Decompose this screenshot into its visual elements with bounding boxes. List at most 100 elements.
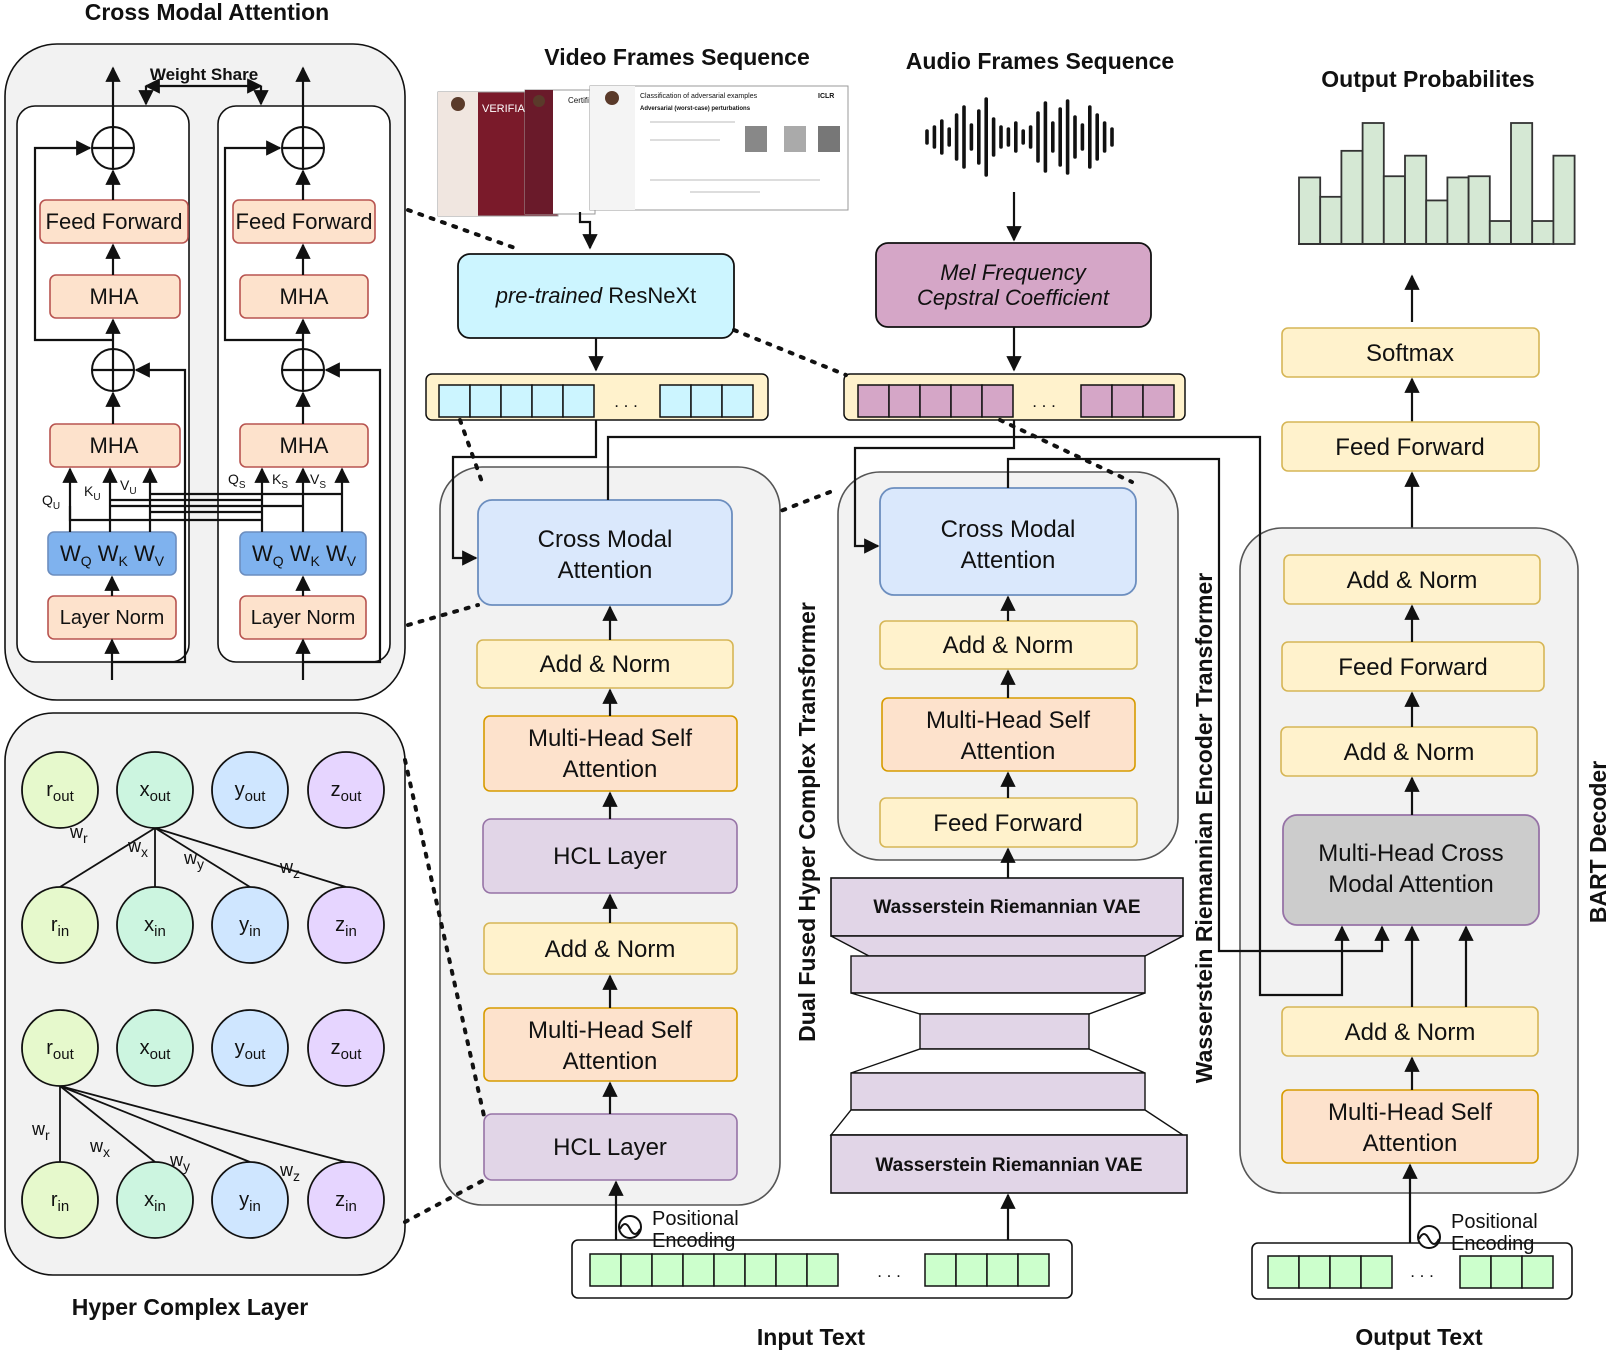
qs-label: QS <box>228 471 246 491</box>
audio-token-cell <box>981 384 1014 418</box>
add-norm-label: Add & Norm <box>540 651 671 678</box>
output-token-cell <box>1521 1255 1554 1289</box>
probability-bar <box>1488 220 1512 245</box>
video-token-cell <box>659 384 692 418</box>
vae-label: Wasserstein Riemannian VAE <box>875 1155 1142 1176</box>
hcl-input-node <box>307 886 385 964</box>
hcl-weight-edge <box>154 827 251 888</box>
audio-token-cell <box>1080 384 1113 418</box>
hcl-weight-label: wz <box>279 1160 300 1184</box>
hcl-weight-label: wy <box>183 848 204 872</box>
hcl-node-label: yout <box>235 779 267 805</box>
mhsa-label-2: Attention <box>563 1048 658 1075</box>
mha-block <box>49 423 181 468</box>
audio-token-cell <box>888 384 921 418</box>
audio-token-cell <box>1111 384 1144 418</box>
qu-label: QU <box>42 492 60 512</box>
wqkv-label: WQ WK WV <box>60 541 165 569</box>
hcl-weight-edge <box>59 827 156 888</box>
probability-bar <box>1382 175 1406 245</box>
positional-encoding-label-2: Encoding <box>1451 1233 1534 1255</box>
positional-encoding-label-1: Positional <box>652 1208 739 1230</box>
hcl-weight-label: wr <box>31 1119 50 1143</box>
hcl-node-label: xin <box>144 914 166 940</box>
vae-stack: Wasserstein Riemannian VAE Wasserstein R… <box>829 877 1188 1194</box>
positional-encoding-icon <box>1417 1225 1441 1249</box>
video-feature-sequence: . . . <box>425 373 769 421</box>
hcl-node-label: zout <box>331 1037 363 1063</box>
mha-label: MHA <box>280 433 329 458</box>
title-hyper-complex-layer: Hyper Complex Layer <box>72 1294 309 1320</box>
hcl-node-label: rin <box>51 914 69 940</box>
positional-encoding-label-2: Encoding <box>652 1230 735 1252</box>
cma-label-1: Cross Modal <box>538 526 673 553</box>
hcl-output-node <box>211 751 289 829</box>
video-frames-stack: VERIFIA ADVERS Certifi Classification of… <box>437 85 849 217</box>
probability-bar <box>1361 122 1385 245</box>
mhsa-label-2: Attention <box>961 738 1056 765</box>
hcl-node-label: zout <box>331 779 363 805</box>
hcl-output-node <box>116 1009 194 1087</box>
title-audio-frames: Audio Frames Sequence <box>906 48 1174 74</box>
mhsa-label-1: Multi-Head Self <box>528 1017 692 1044</box>
ks-label: KS <box>272 471 288 491</box>
resnext-label: pre-trained ResNeXt <box>495 283 697 308</box>
cma-label-2: Attention <box>558 557 653 584</box>
output-token-cell <box>1329 1255 1362 1289</box>
dual-fused-panel: Cross Modal Attention Add & Norm Multi-H… <box>439 466 781 1206</box>
title-cross-modal-attention: Cross Modal Attention <box>85 0 329 25</box>
slide-title-3: Certifi <box>568 96 589 105</box>
hcl-output-node <box>307 1009 385 1087</box>
feed-forward-label: Feed Forward <box>236 209 373 234</box>
input-token-cell <box>651 1253 684 1287</box>
mhcma-block <box>1282 814 1540 926</box>
ellipsis: . . . <box>1032 392 1056 411</box>
mha-label: MHA <box>90 433 139 458</box>
add-norm-label: Add & Norm <box>545 936 676 963</box>
hcl-output-node <box>211 1009 289 1087</box>
audio-token-cell <box>919 384 952 418</box>
cma-label-2: Attention <box>961 547 1056 574</box>
positional-encoding-label-1: Positional <box>1451 1211 1538 1233</box>
add-norm-label: Add & Norm <box>1344 739 1475 766</box>
add-norm-label: Add & Norm <box>1345 1019 1476 1046</box>
add-norm-label: Add & Norm <box>943 632 1074 659</box>
softmax-label: Softmax <box>1366 340 1454 367</box>
feed-forward-label: Feed Forward <box>1335 434 1484 461</box>
hcl-output-node <box>307 751 385 829</box>
hcl-input-node <box>211 1161 289 1239</box>
hcl-weight-edge <box>59 1085 251 1163</box>
mha-block <box>49 274 181 319</box>
input-token-cell <box>713 1253 746 1287</box>
title-dual-fused: Dual Fused Hyper Complex Transformer <box>794 602 820 1042</box>
slide-title: Classification of adversarial examples <box>640 93 758 100</box>
feed-forward-label: Feed Forward <box>933 810 1082 837</box>
video-token-cell <box>469 384 502 418</box>
output-probability-histogram <box>1298 122 1576 245</box>
slide-subtitle: Adversarial (worst-case) perturbations <box>640 106 751 112</box>
ellipsis: . . . <box>614 392 638 411</box>
layer-norm-label: Layer Norm <box>251 607 355 629</box>
mhsa-label-1: Multi-Head Self <box>528 725 692 752</box>
mhsa-label-1: Multi-Head Self <box>1328 1099 1492 1126</box>
probability-bar <box>1340 149 1364 245</box>
mhsa-label-2: Attention <box>1363 1130 1458 1157</box>
output-token-cell <box>1490 1255 1523 1289</box>
video-token-cell <box>500 384 533 418</box>
input-token-cell <box>620 1253 653 1287</box>
feed-forward-label: Feed Forward <box>1338 654 1487 681</box>
input-token-cell <box>955 1253 988 1287</box>
vae-label: Wasserstein Riemannian VAE <box>873 897 1140 918</box>
input-token-cell <box>589 1253 622 1287</box>
hcl-node-label: yin <box>239 1189 261 1215</box>
probability-bar <box>1467 175 1491 245</box>
audio-token-cell <box>1142 384 1175 418</box>
input-token-cell <box>986 1253 1019 1287</box>
audio-waveform-icon <box>925 97 1114 177</box>
audio-token-cell <box>950 384 983 418</box>
video-token-cell <box>562 384 595 418</box>
softmax-block <box>1281 327 1540 378</box>
vu-label: VU <box>120 477 137 497</box>
vae-top-block <box>830 877 1184 937</box>
title-video-frames: Video Frames Sequence <box>544 44 809 70</box>
